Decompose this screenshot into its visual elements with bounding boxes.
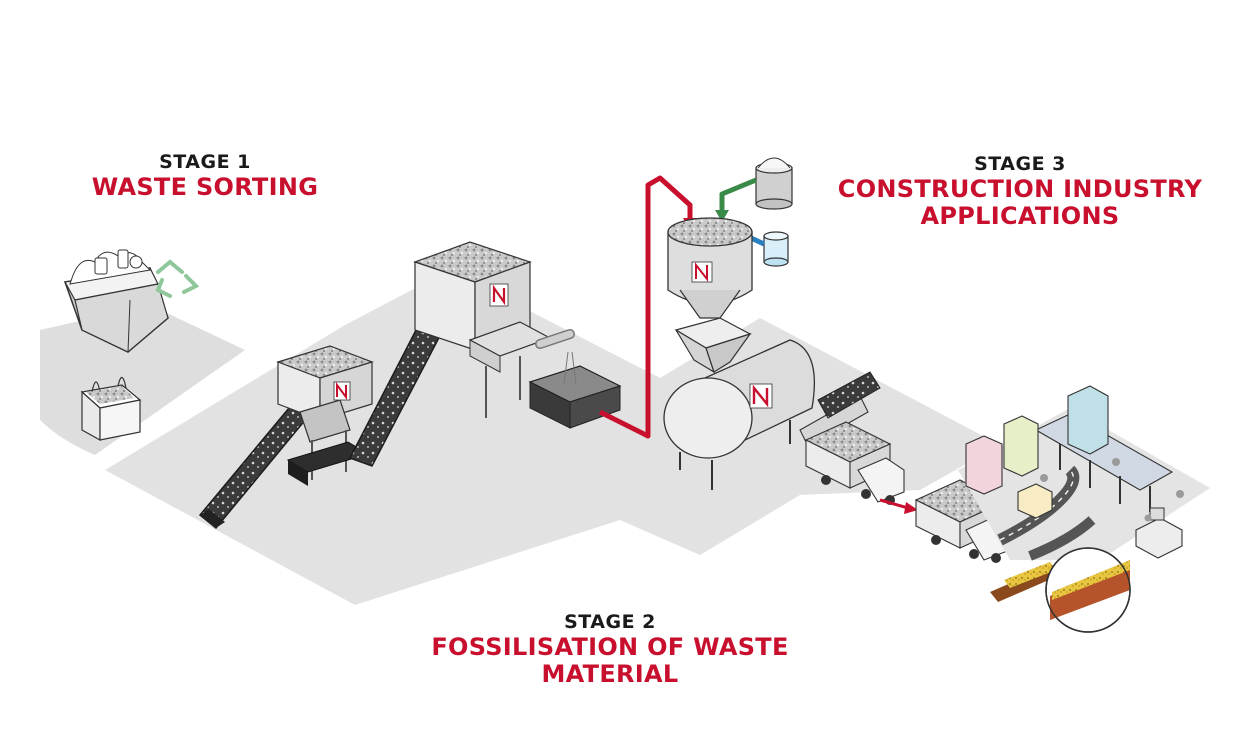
delivery-arrow [879,498,909,510]
red-pipe [598,175,693,439]
bulldozer [1135,507,1183,559]
stage-2-number: STAGE 2 [564,611,656,633]
stage-1-number: STAGE 1 [159,151,251,173]
stage-3-title: CONSTRUCTION INDUSTRY APPLICATIONS [837,175,1203,230]
buildings [965,385,1109,519]
stage-3-label: STAGE 3 CONSTRUCTION INDUSTRY APPLICATIO… [830,152,1210,230]
green-pipe [719,177,757,214]
mixer-vessel [667,217,753,319]
feed-funnel [674,317,752,374]
truck-upper [804,421,905,505]
recycle-icon [155,259,200,298]
road-layer-strip [990,562,1058,602]
water-tank [763,231,789,267]
brand-logo-icon [749,383,773,409]
trees [1040,458,1184,522]
collection-tray [528,351,622,429]
stage-1-title: WASTE SORTING [91,173,319,201]
cement-silo [755,157,793,210]
outfeed-conveyor [799,371,881,447]
waste-skip-container [63,249,169,353]
hopper-small [276,345,374,480]
road [997,465,1096,561]
stage-3-number: STAGE 3 [974,153,1066,175]
brand-logo-icon [333,381,351,401]
hopper-large [413,241,575,418]
stage-1-label: STAGE 1 WASTE SORTING [60,150,350,201]
fossilisation-tank [663,339,815,490]
brand-logo-icon [489,283,509,307]
brand-logo-icon [691,261,713,283]
stage-2-label: STAGE 2 FOSSILISATION OF WASTE MATERIAL [360,610,860,688]
road-layer-magnifier [1045,547,1131,633]
bulk-bag [80,376,142,442]
stage-2-title: FOSSILISATION OF WASTE MATERIAL [431,633,789,688]
